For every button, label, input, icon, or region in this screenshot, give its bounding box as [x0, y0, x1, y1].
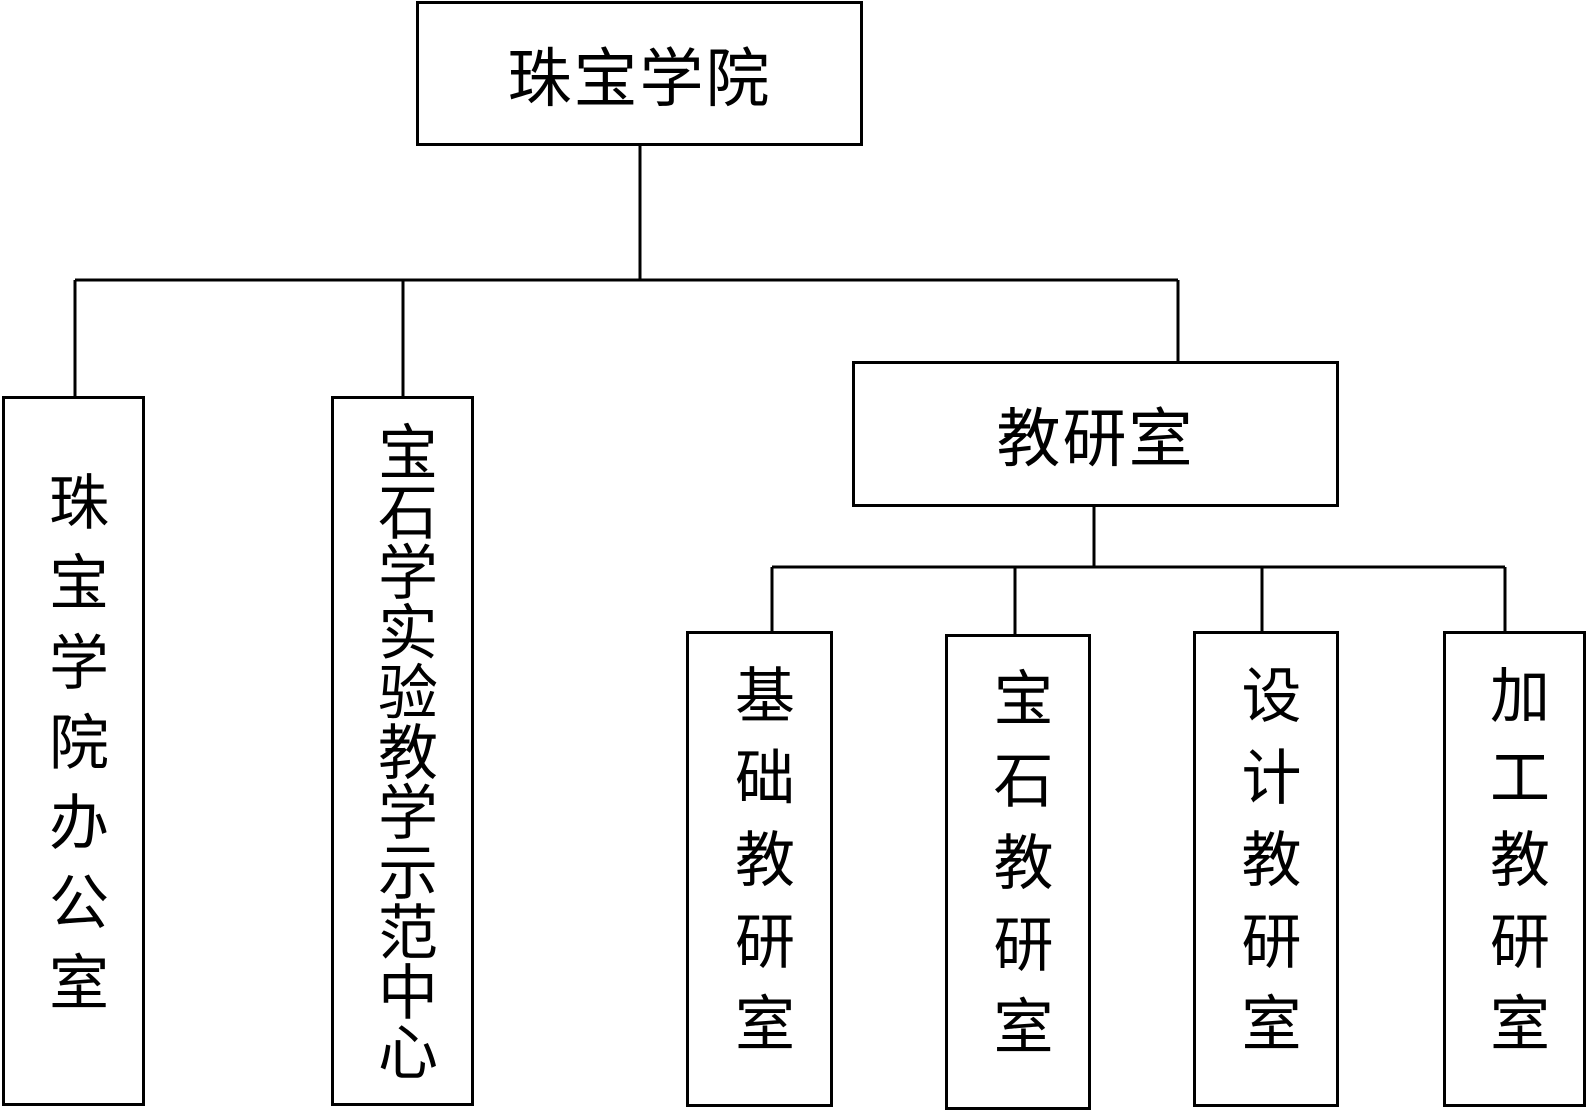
- node-center-label: 宝石学实验教学示范中心: [367, 421, 438, 1081]
- node-root-label: 珠宝学院: [507, 42, 772, 117]
- node-sub-4-label: 加工教研室: [1479, 664, 1550, 1074]
- node-sub-1-label: 基础教研室: [724, 664, 795, 1074]
- node-sub-1: 基础教研室: [686, 631, 833, 1107]
- node-sub-3-label: 设计教研室: [1231, 664, 1301, 1074]
- node-teaching-label: 教研室: [996, 403, 1195, 477]
- node-root: 珠宝学院: [416, 1, 863, 146]
- node-sub-4: 加工教研室: [1443, 631, 1586, 1107]
- node-office-label: 珠宝学院办公室: [38, 471, 109, 1031]
- node-sub-2-label: 宝石教研室: [983, 667, 1053, 1077]
- node-office: 珠宝学院办公室: [2, 396, 145, 1106]
- node-sub-3: 设计教研室: [1193, 631, 1339, 1107]
- node-center: 宝石学实验教学示范中心: [331, 396, 474, 1106]
- node-teaching: 教研室: [852, 361, 1339, 507]
- node-sub-2: 宝石教研室: [945, 634, 1091, 1110]
